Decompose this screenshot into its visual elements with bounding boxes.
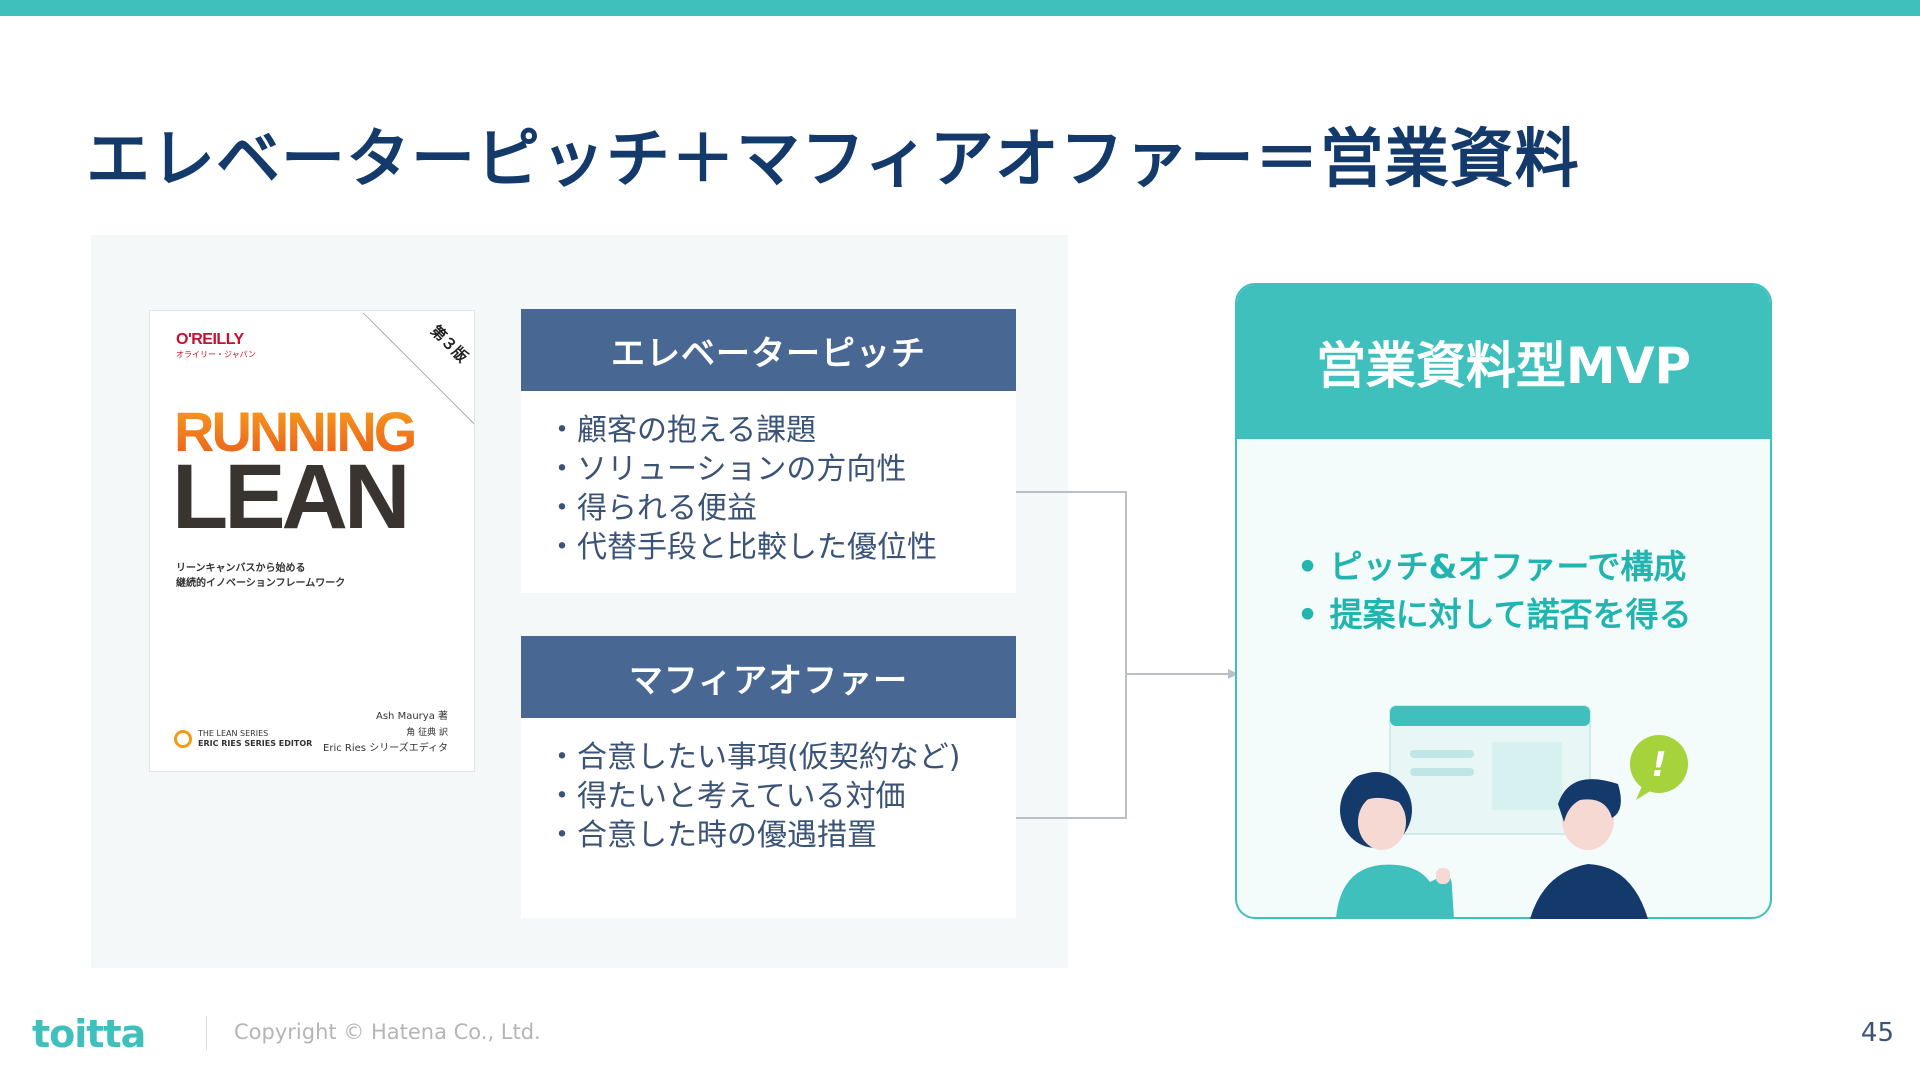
meeting-illustration: ! bbox=[1336, 705, 1688, 919]
list-item: 得たいと考えている対価 bbox=[547, 777, 1016, 816]
exclamation-mark: ! bbox=[1651, 745, 1667, 785]
presentation-screen-icon bbox=[1389, 705, 1591, 835]
mvp-card: 営業資料型MVP ピッチ&オファーで構成 提案に対して諾否を得る bbox=[1235, 283, 1772, 919]
book-title-running: RUNNING bbox=[174, 400, 417, 463]
book-subtitle-2: 継続的イノベーションフレームワーク bbox=[176, 578, 346, 589]
mvp-list: ピッチ&オファーで構成 提案に対して諾否を得る bbox=[1297, 543, 1692, 639]
elevator-pitch-body: 顧客の抱える課題 ソリューションの方向性 得られる便益 代替手段と比較した優位性 bbox=[521, 391, 1016, 593]
connector-bottom bbox=[1016, 817, 1126, 819]
mvp-heading: 営業資料型MVP bbox=[1237, 285, 1770, 439]
elevator-pitch-list: 顧客の抱える課題 ソリューションの方向性 得られる便益 代替手段と比較した優位性 bbox=[521, 391, 1016, 567]
book-title-lean: LEAN bbox=[172, 446, 410, 548]
list-item: 得られる便益 bbox=[547, 489, 1016, 528]
book-author-1: Ash Maurya 著 bbox=[376, 711, 448, 722]
book-author-3: Eric Ries シリーズエディタ bbox=[323, 743, 448, 754]
arrow-right-icon bbox=[1228, 669, 1238, 679]
connector-top bbox=[1016, 491, 1126, 493]
list-item: 代替手段と比較した優位性 bbox=[547, 528, 1016, 567]
elevator-pitch-heading: エレベーターピッチ bbox=[521, 309, 1016, 391]
book-series-1: THE LEAN SERIES bbox=[198, 729, 269, 738]
woman-figure-icon bbox=[1336, 772, 1454, 919]
list-item: 合意した時の優遇措置 bbox=[547, 816, 1016, 855]
exclamation-bubble-icon: ! bbox=[1630, 735, 1688, 800]
lean-series-icon bbox=[174, 730, 192, 748]
mafia-offer-body: 合意したい事項(仮契約など) 得たいと考えている対価 合意した時の優遇措置 bbox=[521, 718, 1016, 918]
copyright-text: Copyright © Hatena Co., Ltd. bbox=[234, 1020, 541, 1044]
man-figure-icon bbox=[1530, 779, 1648, 919]
book-cover: O'REILLY オライリー・ジャパン 第３版 RUNNING LEAN リーン… bbox=[149, 310, 475, 772]
book-publisher: O'REILLY bbox=[176, 331, 244, 348]
slide-title: エレベーターピッチ＋マフィアオファー＝営業資料 bbox=[86, 123, 1580, 197]
top-accent-bar bbox=[0, 0, 1920, 16]
book-series-2: ERIC RIES SERIES EDITOR bbox=[198, 739, 313, 748]
connector-arrow-line bbox=[1125, 673, 1230, 675]
list-item: 合意したい事項(仮契約など) bbox=[547, 738, 1016, 777]
book-subtitle-1: リーンキャンバスから始める bbox=[176, 563, 306, 574]
toitta-logo: toitta bbox=[32, 1012, 146, 1056]
list-item: ソリューションの方向性 bbox=[547, 450, 1016, 489]
mafia-offer-heading: マフィアオファー bbox=[521, 636, 1016, 718]
list-item: ピッチ&オファーで構成 bbox=[1297, 543, 1692, 591]
list-item: 提案に対して諾否を得る bbox=[1297, 591, 1692, 639]
list-item: 顧客の抱える課題 bbox=[547, 411, 1016, 450]
book-author-2: 角 征典 訳 bbox=[406, 728, 448, 738]
footer-divider bbox=[206, 1016, 207, 1050]
connector-vertical bbox=[1125, 491, 1127, 819]
page-number: 45 bbox=[1860, 1018, 1894, 1048]
book-publisher-sub: オライリー・ジャパン bbox=[176, 350, 256, 359]
mafia-offer-list: 合意したい事項(仮契約など) 得たいと考えている対価 合意した時の優遇措置 bbox=[521, 718, 1016, 855]
